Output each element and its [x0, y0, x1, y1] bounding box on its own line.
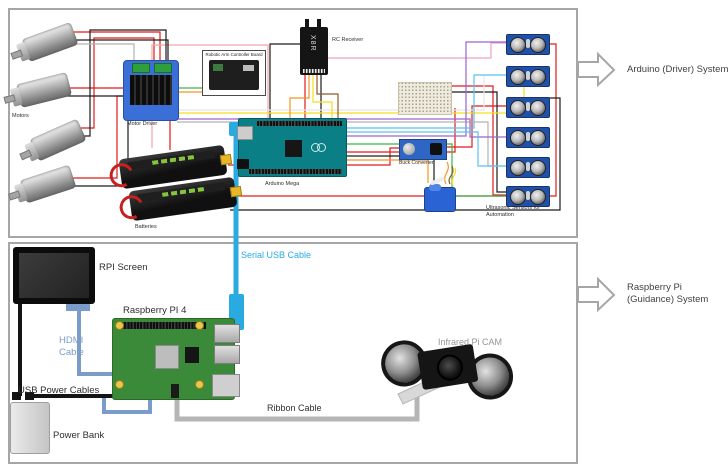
- breadboard-icon: [398, 82, 452, 115]
- rc-receiver-icon: X8R: [300, 19, 328, 75]
- ribbon-cable-label: Ribbon Cable: [267, 403, 322, 413]
- arm-controller-board-icon: Robotic Arm Controller Board: [202, 50, 266, 96]
- arrow-right-icon-raspberry: [577, 276, 616, 313]
- motors-label: Motors: [12, 113, 29, 119]
- ultrasonic-sensor-icon-5: [506, 157, 550, 178]
- rpi-screen-label: RPI Screen: [99, 262, 148, 273]
- motor-driver-icon: [123, 60, 179, 121]
- ultrasonic-sensor-icon-3: [506, 97, 550, 118]
- ultrasonic-sensor-icon-6: [506, 186, 550, 207]
- motor-driver-label: Motor Driver: [127, 121, 158, 127]
- raspberry-pi-icon: [112, 318, 240, 400]
- infrared-cam-label: Infrared Pi CAM: [438, 337, 503, 347]
- ultrasonic-sensor-icon-2: [506, 66, 550, 87]
- raspberry-pi-label: Raspberry PI 4: [123, 305, 187, 316]
- arduino-mega-label: Arduino Mega: [265, 181, 300, 187]
- arm-controller-label: Robotic Arm Controller Board: [205, 52, 263, 57]
- ultrasonic-sensor-icon-1: [506, 34, 550, 55]
- rc-receiver-device-text: X8R: [309, 35, 316, 52]
- arduino-mega-icon: [237, 118, 347, 177]
- buck-converter-icon: [399, 139, 447, 160]
- rc-receiver-label: RC Receiver: [332, 37, 364, 43]
- buck-converter-label: Buck Converter: [399, 160, 434, 166]
- hdmi-cable-label: HDMI Cable: [59, 335, 84, 358]
- power-bank-label: Power Bank: [53, 430, 105, 441]
- power-bank-icon: [10, 402, 50, 454]
- usb-power-cables-label: USB Power Cables: [18, 385, 100, 396]
- batteries-label: Batteries: [135, 224, 157, 230]
- serial-usb-cable-label: Serial USB Cable: [241, 250, 312, 260]
- ultrasonic-label: Ultrasonic Sensors for Automation: [486, 205, 541, 218]
- arduino-system-label: Arduino (Driver) System: [627, 64, 728, 75]
- ultrasonic-sensor-icon-4: [506, 127, 550, 148]
- raspberry-system-label: Raspberry Pi (Guidance) System: [627, 282, 709, 305]
- arrow-right-icon-arduino: [577, 51, 616, 88]
- rpi-screen-icon: [13, 247, 95, 304]
- servo-icon: [424, 176, 456, 212]
